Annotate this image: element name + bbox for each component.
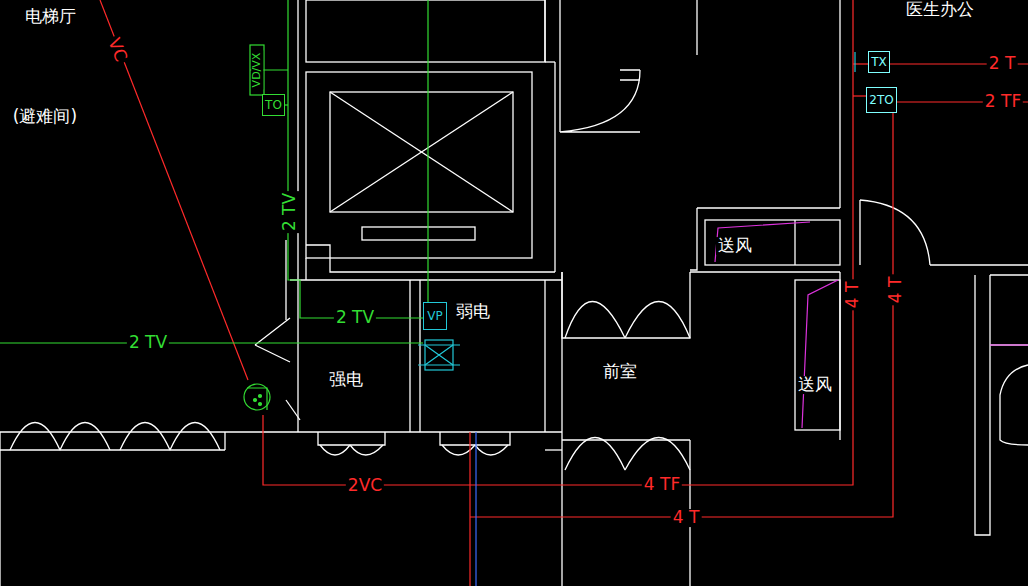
room-name: 医生办公 — [904, 1, 976, 19]
cable-tag: VD/VX — [251, 51, 263, 90]
device-box: TX — [868, 51, 890, 73]
room-name: 送风 — [796, 376, 834, 394]
room-name: 送风 — [716, 237, 754, 255]
device-code: TO — [265, 99, 282, 111]
room-name: 弱电 — [454, 303, 492, 321]
cable-tag: 2VC — [346, 477, 384, 495]
cable-tag: VC — [104, 34, 131, 66]
device-box: VP — [423, 302, 447, 330]
cable-tag: 4 TF — [642, 476, 682, 494]
cable-tag: 4 T — [844, 280, 862, 311]
room-name: (避难间) — [11, 108, 79, 126]
cable-tag: 2 TV — [334, 309, 376, 327]
cable-tag: 2 TF — [983, 93, 1023, 111]
device-box: 2TO — [866, 87, 897, 113]
cable-tag: 4 T — [887, 275, 905, 306]
cable-tag: 4 T — [671, 509, 702, 527]
room-name: 前室 — [601, 363, 639, 381]
device-code: TX — [871, 56, 887, 68]
device-code: 2TO — [869, 94, 893, 106]
cable-tag: 2 T — [987, 55, 1018, 73]
device-box: TO — [262, 94, 285, 116]
room-name: 强电 — [327, 371, 365, 389]
cable-tag: 2 TV — [281, 191, 299, 233]
device-code: VP — [427, 310, 442, 322]
cable-tag: 2 TV — [127, 334, 169, 352]
room-name: 电梯厅 — [23, 8, 78, 26]
